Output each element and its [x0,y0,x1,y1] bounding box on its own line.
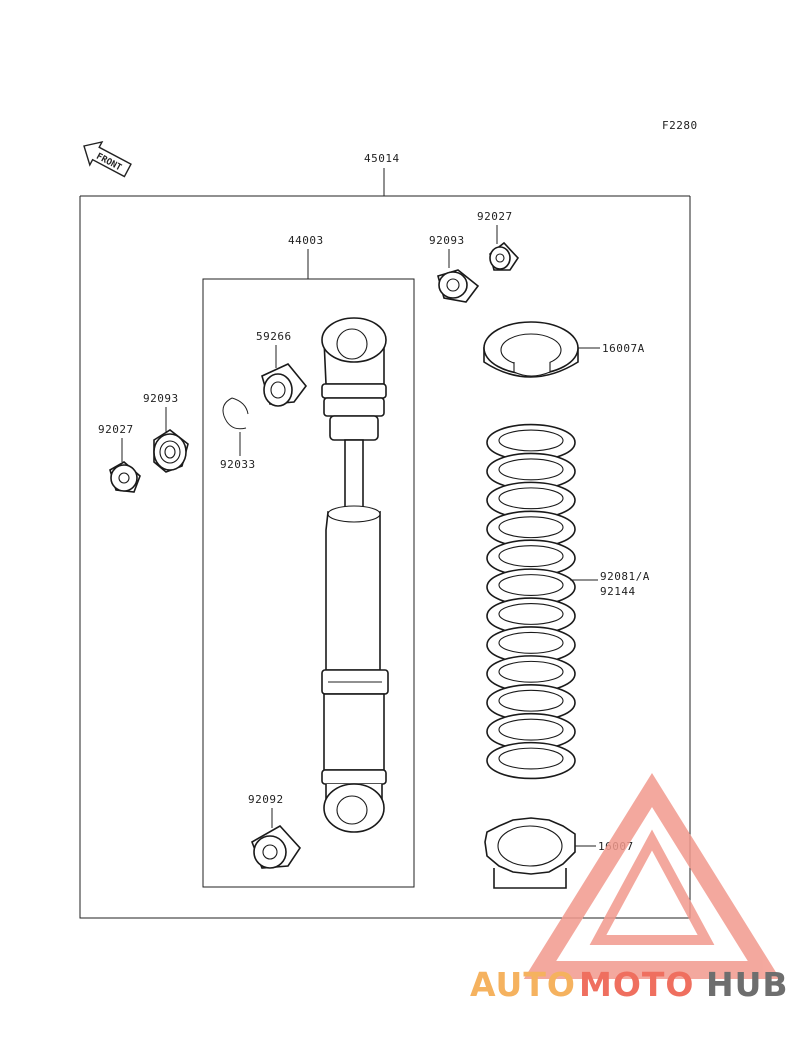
watermark-moto: MOTO [579,965,694,1004]
spring-coil-inner [498,574,564,597]
figure-code: F2280 [662,119,698,132]
spring-coil-inner [498,545,564,568]
shock-absorber-44003 [321,317,389,833]
circlip-92033 [222,397,249,430]
label-92027-left: 92027 [98,423,134,436]
label-92144: 92144 [600,585,636,598]
spring-coil-inner [498,747,564,770]
collar-92027-top [489,241,520,271]
spring-coil-inner [498,631,564,654]
label-92092: 92092 [248,793,284,806]
label-16007a: 16007A [602,342,645,355]
spring-coil-inner [498,516,564,539]
collar-92027-left [109,461,141,493]
spring-adjuster-16007 [484,817,576,889]
watermark-hub: HUB [706,965,789,1004]
label-92027-top: 92027 [477,210,513,223]
assembly-frame [79,196,691,919]
front-arrow-icon: FRONT [83,140,132,178]
label-92093-left: 92093 [143,392,179,405]
label-92033: 92033 [220,458,256,471]
spring-coil-inner [498,602,564,625]
label-92093-top: 92093 [429,234,465,247]
spring-coil-inner [498,429,564,452]
spring-coil-inner [498,487,564,510]
label-92081a: 92081/A [600,570,650,583]
collar-92093-top [437,269,480,303]
label-44003: 44003 [288,234,324,247]
spring-coil-inner [498,718,564,741]
coil-spring-92081 [486,423,576,780]
bushing-92092 [251,824,302,869]
watermark-auto: AUTO [470,965,576,1004]
spring-guide-16007a [483,321,579,378]
spring-coil-inner [498,660,564,683]
label-45014: 45014 [364,152,400,165]
watermark-triangle-icon [523,772,781,979]
spring-coil-inner [498,689,564,712]
bushing-59266 [261,363,308,407]
shock-assembly-frame [202,278,415,888]
label-59266: 59266 [256,330,292,343]
spring-coil-inner [498,458,564,481]
bearing-92093-left [153,429,189,473]
automotohub-watermark: AUTO MOTO HUB [470,772,789,1004]
